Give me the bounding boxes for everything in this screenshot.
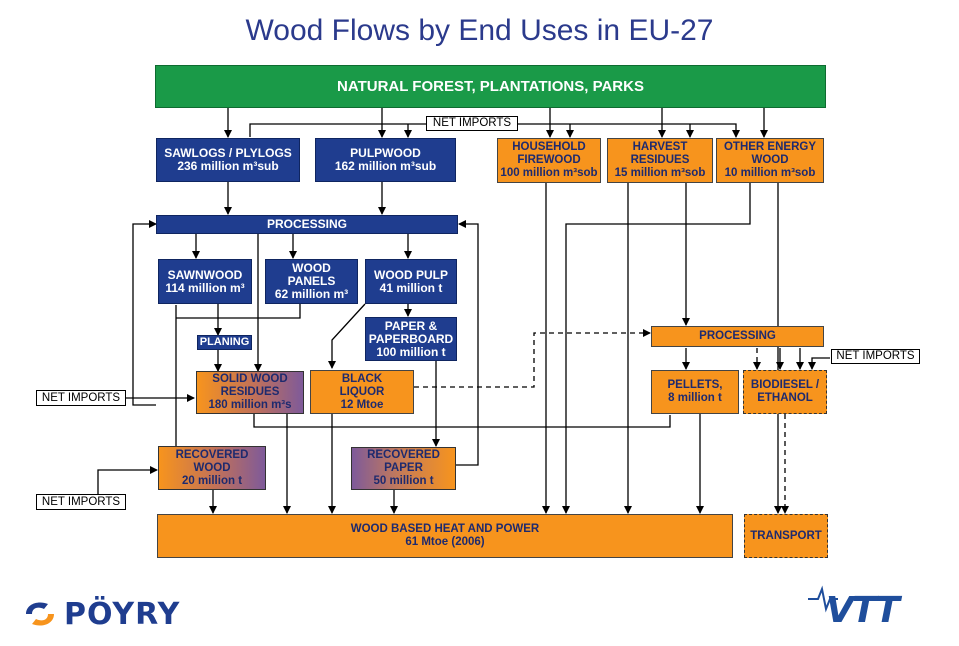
household-firewood-label-2: FIREWOOD: [517, 154, 581, 166]
vtt-wordmark: VTT: [826, 590, 900, 631]
other-energy-wood-label-2: WOOD: [751, 154, 789, 166]
pellets-box: PELLETS, 8 million t: [651, 370, 739, 414]
recovered-wood-box: RECOVERED WOOD 20 million t: [158, 446, 266, 490]
net-imports-bottom-label: NET IMPORTS: [41, 495, 121, 508]
net-imports-bottom-box: NET IMPORTS: [36, 494, 126, 510]
sawnwood-label: SAWNWOOD: [167, 267, 243, 282]
residues-volume: 180 million m³s: [208, 399, 292, 411]
diagram-title: Wood Flows by End Uses in EU-27: [245, 14, 714, 47]
paper-paperboard-box: PAPER & PAPERBOARD 100 million t: [365, 317, 457, 361]
biodiesel-label-1: BIODIESEL /: [750, 379, 820, 391]
wood-panels-volume: 62 million m³: [274, 287, 349, 301]
net-imports-right-label: NET IMPORTS: [836, 350, 915, 362]
recovered-wood-label-2: WOOD: [193, 461, 231, 474]
net-imports-left-box: NET IMPORTS: [36, 390, 126, 406]
recovered-paper-volume: 50 million t: [373, 475, 434, 487]
wood-panels-label-2: PANELS: [287, 274, 336, 288]
black-liquor-label-2: LIQUOR: [339, 385, 385, 398]
recovered-paper-box: RECOVERED PAPER 50 million t: [351, 447, 456, 490]
sawlogs-box: SAWLOGS / PLYLOGS 236 million m³sub: [156, 138, 300, 182]
harvest-residues-label-1: HARVEST: [632, 141, 688, 153]
household-firewood-volume: 100 million m³sob: [500, 167, 598, 179]
biodiesel-label-2: ETHANOL: [757, 392, 813, 404]
paper-volume: 100 million t: [376, 344, 446, 359]
sawnwood-box: SAWNWOOD 114 million m³: [158, 259, 252, 304]
processing-right-box: PROCESSING: [651, 326, 824, 347]
processing-right-label: PROCESSING: [699, 330, 776, 342]
natural-forest-box: NATURAL FOREST, PLANTATIONS, PARKS: [155, 65, 826, 108]
recovered-wood-label-1: RECOVERED: [175, 448, 249, 461]
black-liquor-box: BLACK LIQUOR 12 Mtoe: [310, 370, 414, 414]
wood-pulp-label: WOOD PULP: [374, 267, 448, 282]
black-liquor-label-1: BLACK: [341, 372, 383, 385]
planing-label: PLANING: [199, 336, 250, 348]
harvest-residues-label-2: RESIDUES: [630, 154, 690, 166]
wood-pulp-volume: 41 million t: [379, 280, 443, 295]
harvest-residues-box: HARVEST RESIDUES 15 million m³sob: [607, 138, 713, 183]
pulpwood-label: PULPWOOD: [350, 146, 421, 160]
recovered-paper-label-2: PAPER: [384, 462, 423, 474]
pellets-volume: 8 million t: [668, 392, 722, 404]
sawlogs-volume: 236 million m³sub: [177, 159, 279, 173]
recovered-wood-volume: 20 million t: [181, 474, 243, 487]
other-energy-wood-box: OTHER ENERGY WOOD 10 million m³sob: [716, 138, 824, 183]
net-imports-top-label: NET IMPORTS: [432, 117, 512, 129]
wood-panels-box: WOOD PANELS 62 million m³: [265, 259, 358, 304]
other-energy-wood-label-1: OTHER ENERGY: [723, 141, 816, 153]
heat-power-label: WOOD BASED HEAT AND POWER: [350, 523, 540, 535]
planing-box: PLANING: [197, 335, 252, 350]
other-energy-wood-volume: 10 million m³sob: [724, 167, 816, 179]
net-imports-right-box: NET IMPORTS: [831, 349, 920, 364]
harvest-residues-volume: 15 million m³sob: [614, 167, 706, 179]
net-imports-top-box: NET IMPORTS: [426, 116, 518, 131]
solid-wood-residues-box: SOLID WOOD RESIDUES 180 million m³s: [196, 371, 304, 414]
net-imports-left-label: NET IMPORTS: [41, 391, 121, 404]
household-firewood-box: HOUSEHOLD FIREWOOD 100 million m³sob: [497, 138, 601, 183]
poyry-emblem-icon: [26, 602, 54, 626]
processing-left-label: PROCESSING: [266, 217, 347, 231]
paper-label-2: PAPERBOARD: [368, 331, 454, 346]
heat-power-box: WOOD BASED HEAT AND POWER 61 Mtoe (2006): [157, 514, 733, 558]
residues-label-2: RESIDUES: [220, 386, 280, 398]
wood-panels-label-1: WOOD: [292, 261, 331, 275]
biodiesel-ethanol-box: BIODIESEL / ETHANOL: [743, 370, 827, 414]
heat-power-volume: 61 Mtoe (2006): [405, 536, 485, 548]
processing-left-box: PROCESSING: [156, 215, 458, 234]
sawlogs-label: SAWLOGS / PLYLOGS: [164, 146, 292, 160]
pulpwood-volume: 162 million m³sub: [334, 159, 437, 173]
vtt-logo-wave-icon: [808, 585, 838, 613]
residues-label-1: SOLID WOOD: [212, 373, 288, 385]
black-liquor-volume: 12 Mtoe: [340, 398, 384, 411]
paper-label-1: PAPER &: [384, 318, 438, 333]
wood-pulp-box: WOOD PULP 41 million t: [365, 259, 457, 304]
natural-forest-label: NATURAL FOREST, PLANTATIONS, PARKS: [337, 78, 644, 95]
transport-label: TRANSPORT: [750, 529, 822, 542]
household-firewood-label-1: HOUSEHOLD: [512, 141, 586, 153]
poyry-wordmark: PÖYRY: [64, 596, 181, 632]
sawnwood-volume: 114 million m³: [165, 280, 245, 295]
recovered-paper-label-1: RECOVERED: [367, 449, 440, 461]
pellets-label: PELLETS,: [667, 379, 723, 391]
transport-box: TRANSPORT: [744, 514, 828, 558]
pulpwood-box: PULPWOOD 162 million m³sub: [315, 138, 456, 182]
poyry-logo: PÖYRY: [22, 596, 180, 632]
